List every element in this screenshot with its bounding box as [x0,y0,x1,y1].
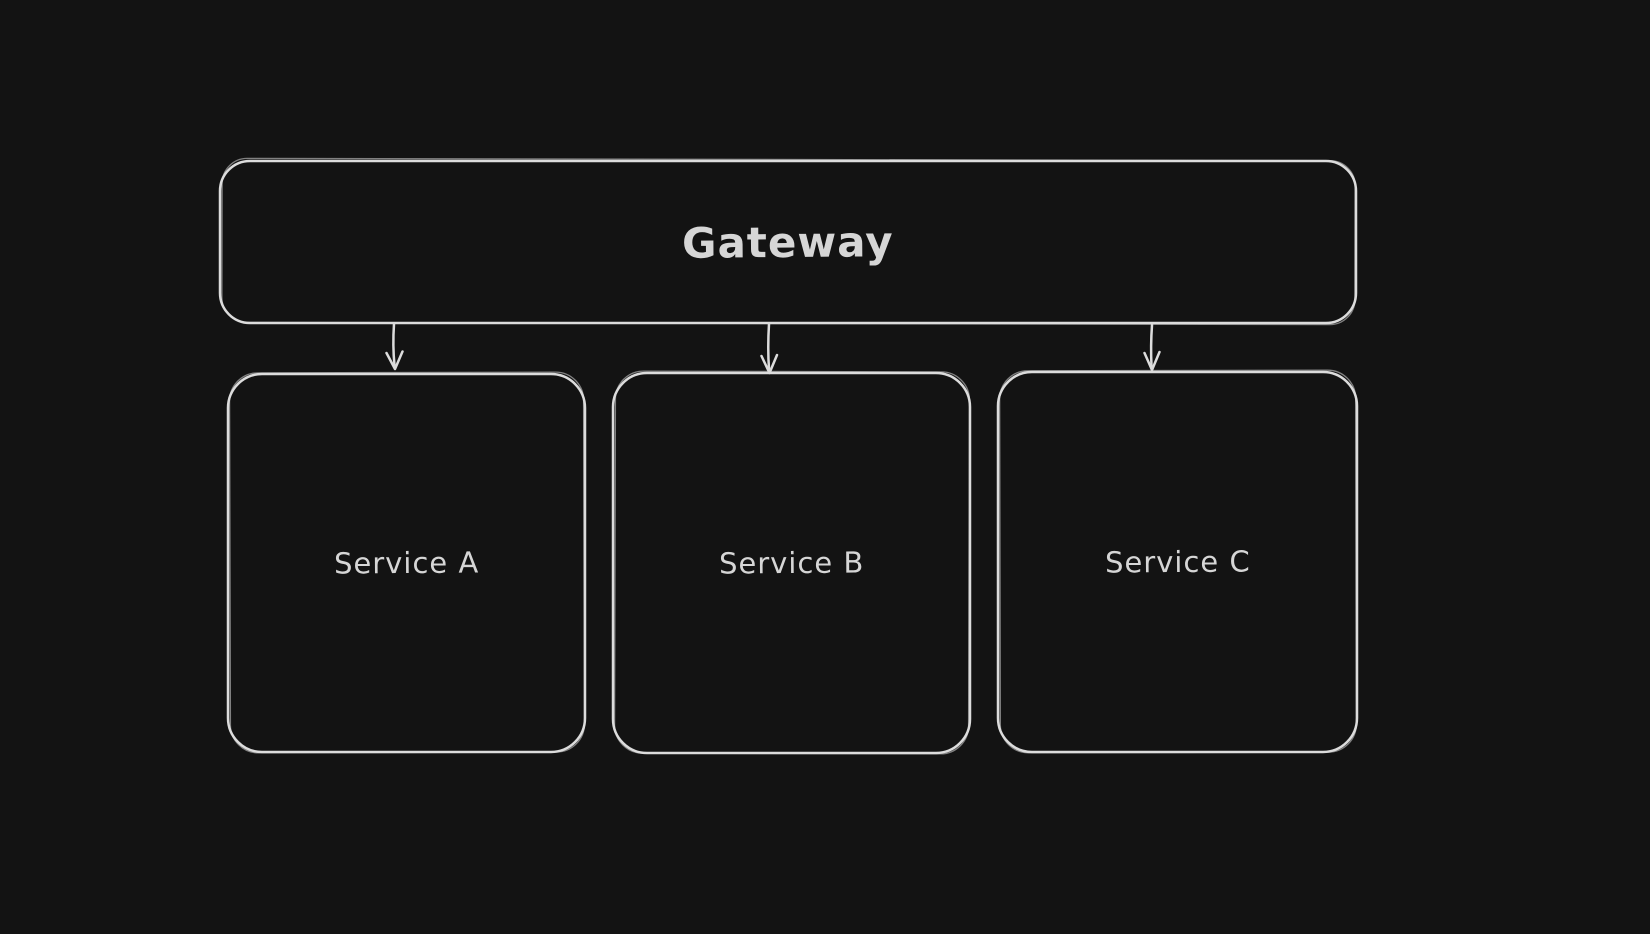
edge-a-shaft [392,322,396,367]
node-service-b-label: Service B [718,545,865,581]
edge-c-shaft [1149,323,1154,368]
edge-c-arrowhead-icon [1143,350,1161,372]
edge-b-shaft [767,322,771,371]
node-gateway[interactable]: Gateway [220,161,1356,323]
node-gateway-label: Gateway [682,216,894,268]
node-service-b[interactable]: Service B [613,373,970,753]
edge-gateway-to-service-c[interactable] [1143,323,1161,372]
node-service-a-label: Service A [333,545,480,581]
node-service-c-label: Service C [1104,544,1251,580]
edge-gateway-to-service-a[interactable] [385,322,404,371]
edge-b-arrowhead-icon [760,353,779,375]
edge-a-arrowhead-icon [385,350,404,371]
edge-gateway-to-service-b[interactable] [760,322,779,375]
node-service-a[interactable]: Service A [228,374,585,752]
node-service-c[interactable]: Service C [998,372,1357,752]
